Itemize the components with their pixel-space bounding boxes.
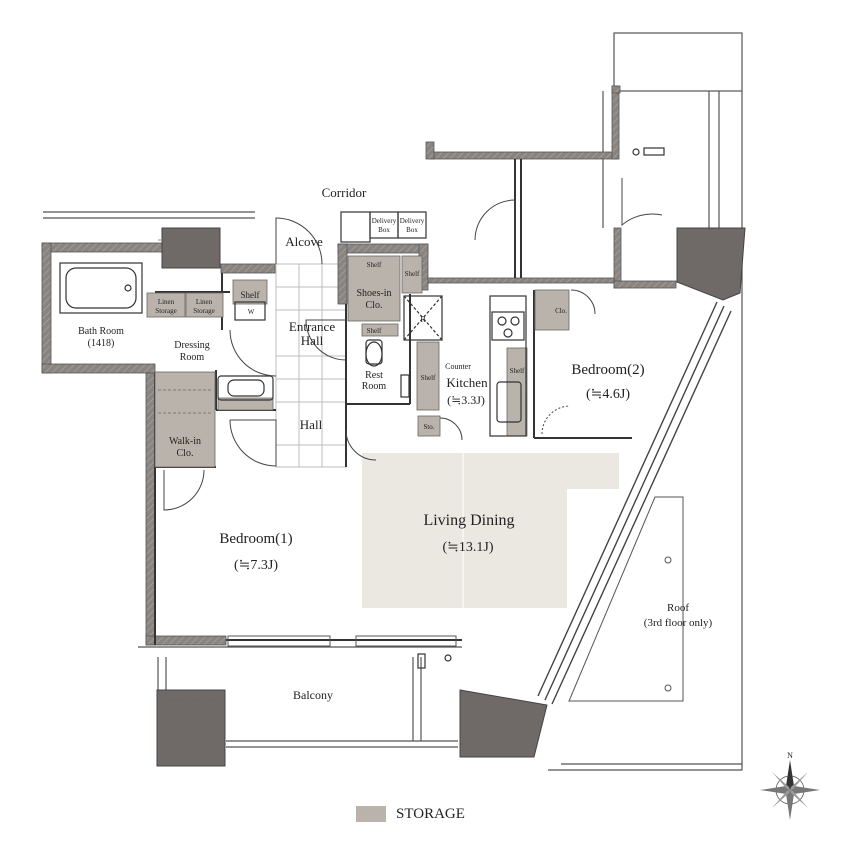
- label-walk-in-2: Clo.: [177, 448, 194, 459]
- label-linen-2a: Linen: [196, 298, 213, 306]
- label-counter: Counter: [445, 362, 471, 371]
- label-linen-2b: Storage: [193, 307, 214, 315]
- label-fridge: R: [420, 315, 426, 324]
- label-shoes-in-2: Clo.: [366, 300, 383, 311]
- label-washer: W: [248, 308, 255, 316]
- column-upper-left: [161, 227, 221, 269]
- label-entrance-hall-2: Hall: [301, 333, 324, 348]
- walls: [41, 85, 677, 646]
- linen-storage-1: [146, 292, 186, 318]
- label-shoes-in-1: Shoes-in: [357, 288, 392, 299]
- dressing-counter: [217, 397, 274, 411]
- bedroom2-closet: [534, 289, 570, 331]
- delivery-box-2: [397, 211, 427, 239]
- label-delivery-2b: Box: [406, 226, 418, 234]
- walk-in-closet: [154, 371, 216, 468]
- label-bedroom1-2: (≒7.3J): [234, 558, 278, 573]
- label-kitchen-1: Kitchen: [446, 375, 488, 390]
- label-delivery-2a: Delivery: [400, 217, 425, 225]
- label-bath-room-1: Bath Room: [78, 326, 124, 337]
- linen-storage-2: [185, 292, 224, 318]
- label-balcony: Balcony: [293, 688, 333, 702]
- kitchen-shelf-left: [416, 341, 440, 411]
- label-bedroom2-2: (≒4.6J): [586, 387, 630, 402]
- column-upper-right: [676, 227, 746, 301]
- label-alcove: Alcove: [285, 234, 323, 249]
- label-shelf-kitchen-right: Shelf: [510, 367, 525, 375]
- shoes-shelf-right: [401, 255, 423, 294]
- label-entrance-hall-1: Entrance: [289, 319, 335, 334]
- washer-box: [234, 301, 266, 321]
- restroom-shelf: [361, 323, 399, 337]
- label-shelf-kitchen-left: Shelf: [421, 374, 436, 382]
- washer-shelf: [232, 279, 268, 305]
- living-dining-floor: [362, 453, 619, 608]
- column-lower-right: [459, 689, 548, 758]
- label-shelf-restroom: Shelf: [367, 327, 382, 335]
- label-bedroom2-1: Bedroom(2): [571, 362, 644, 378]
- label-living-1: Living Dining: [423, 512, 514, 529]
- entrance-tile-grid: [275, 263, 347, 468]
- compass-north-label: N: [787, 751, 793, 760]
- label-sto: Sto.: [423, 423, 434, 431]
- label-kitchen-2: (≒3.3J): [447, 393, 485, 407]
- legend: STORAGE: [356, 803, 465, 825]
- label-rest-room-1: Rest: [365, 370, 383, 381]
- roof-area: [568, 496, 684, 702]
- kitchen-shelf-right: [506, 347, 528, 437]
- storage-swatch: [356, 806, 386, 822]
- sto-storage: [417, 415, 441, 437]
- legend-storage-label: STORAGE: [396, 805, 465, 822]
- label-hall: Hall: [300, 417, 323, 432]
- label-dressing-room-1: Dressing: [174, 340, 210, 351]
- label-shelf-washer: Shelf: [241, 290, 260, 300]
- label-roof-2: (3rd floor only): [644, 617, 713, 629]
- label-shelf-shoes-right: Shelf: [405, 270, 420, 278]
- diagonal-window-wall: [537, 301, 732, 705]
- label-roof-1: Roof: [667, 602, 689, 614]
- label-linen-1b: Storage: [155, 307, 176, 315]
- label-linen-1a: Linen: [158, 298, 175, 306]
- label-living-2: (≒13.1J): [442, 540, 493, 555]
- vanity: [217, 375, 274, 401]
- label-delivery-1b: Box: [378, 226, 390, 234]
- label-shelf-shoes-top: Shelf: [367, 261, 382, 269]
- fridge: [403, 295, 443, 341]
- label-rest-room-2: Room: [362, 381, 387, 392]
- label-bath-room-2: (1418): [88, 338, 115, 349]
- label-clo-bedroom2: Clo.: [555, 307, 567, 315]
- label-corridor: Corridor: [322, 185, 367, 200]
- column-balcony-left: [156, 689, 226, 767]
- compass-rose-icon: N: [760, 751, 820, 820]
- label-walk-in-1: Walk-in: [169, 436, 201, 447]
- label-bedroom1-1: Bedroom(1): [219, 531, 292, 547]
- label-delivery-1a: Delivery: [372, 217, 397, 225]
- label-dressing-room-2: Room: [180, 352, 205, 363]
- shoes-in-closet: [347, 255, 401, 322]
- bathtub: [59, 262, 143, 314]
- kitchen-counter: [489, 295, 527, 437]
- delivery-box-1: [369, 211, 399, 239]
